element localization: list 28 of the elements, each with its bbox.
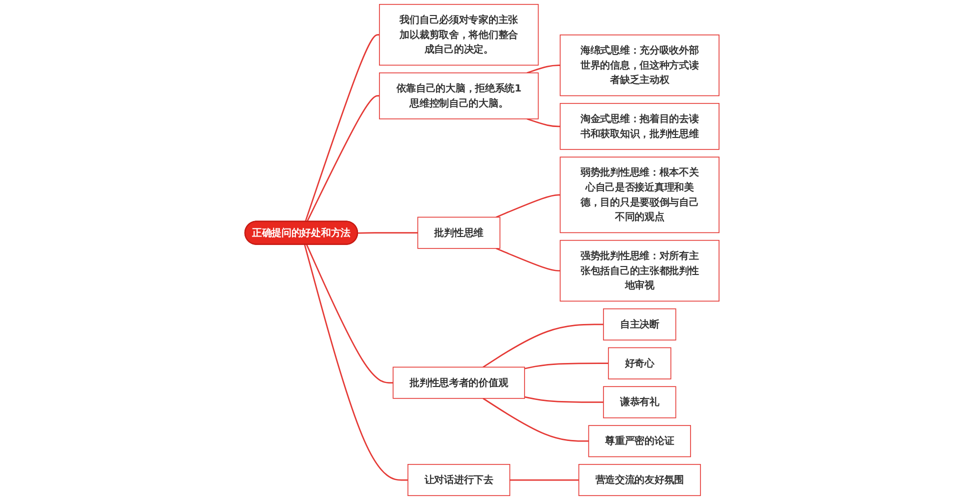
connector (306, 95, 380, 222)
connector (510, 479, 579, 481)
connector (304, 244, 408, 481)
node-box: 强势批判性思维：对所有主张包括自己的主张都批判性地审视 (560, 240, 720, 302)
node-box: 海绵式思维：充分吸收外部世界的信息，但这种方式读者缺乏主动权 (560, 34, 720, 96)
connector (524, 362, 608, 370)
node-box: 批判性思维 (417, 216, 500, 249)
node-box: 依靠自己的大脑，拒绝系统1思维控制自己的大脑。 (379, 72, 539, 120)
connector (306, 244, 394, 384)
connector (524, 396, 604, 403)
node-box: 尊重严密的论证 (588, 425, 691, 458)
connector (526, 64, 560, 74)
connector (304, 34, 380, 222)
connector (482, 398, 589, 442)
node-box: 让对话进行下去 (408, 464, 510, 496)
node-box: 好奇心 (608, 347, 672, 380)
node-box: 谦恭有礼 (603, 386, 676, 418)
node-box: 批判性思考者的价值观 (392, 366, 525, 399)
node-box: 自主决断 (603, 308, 676, 340)
node-box: 我们自己必须对专家的主张加以裁剪取舍，将他们整合成自己的决定。 (379, 4, 539, 66)
connector (482, 324, 604, 368)
connector (358, 232, 418, 234)
node-box: 营造交流的友好氛围 (578, 464, 701, 496)
node-box: 淘金式思维：抱着目的去读书和获取知识，批判性思维 (560, 102, 720, 150)
connector (496, 194, 560, 218)
node-box: 弱势批判性思维：根本不关心自己是否接近真理和美德，目的只是要驳倒与自己不同的观点 (560, 156, 720, 234)
connector (526, 118, 560, 128)
connector (496, 248, 560, 272)
